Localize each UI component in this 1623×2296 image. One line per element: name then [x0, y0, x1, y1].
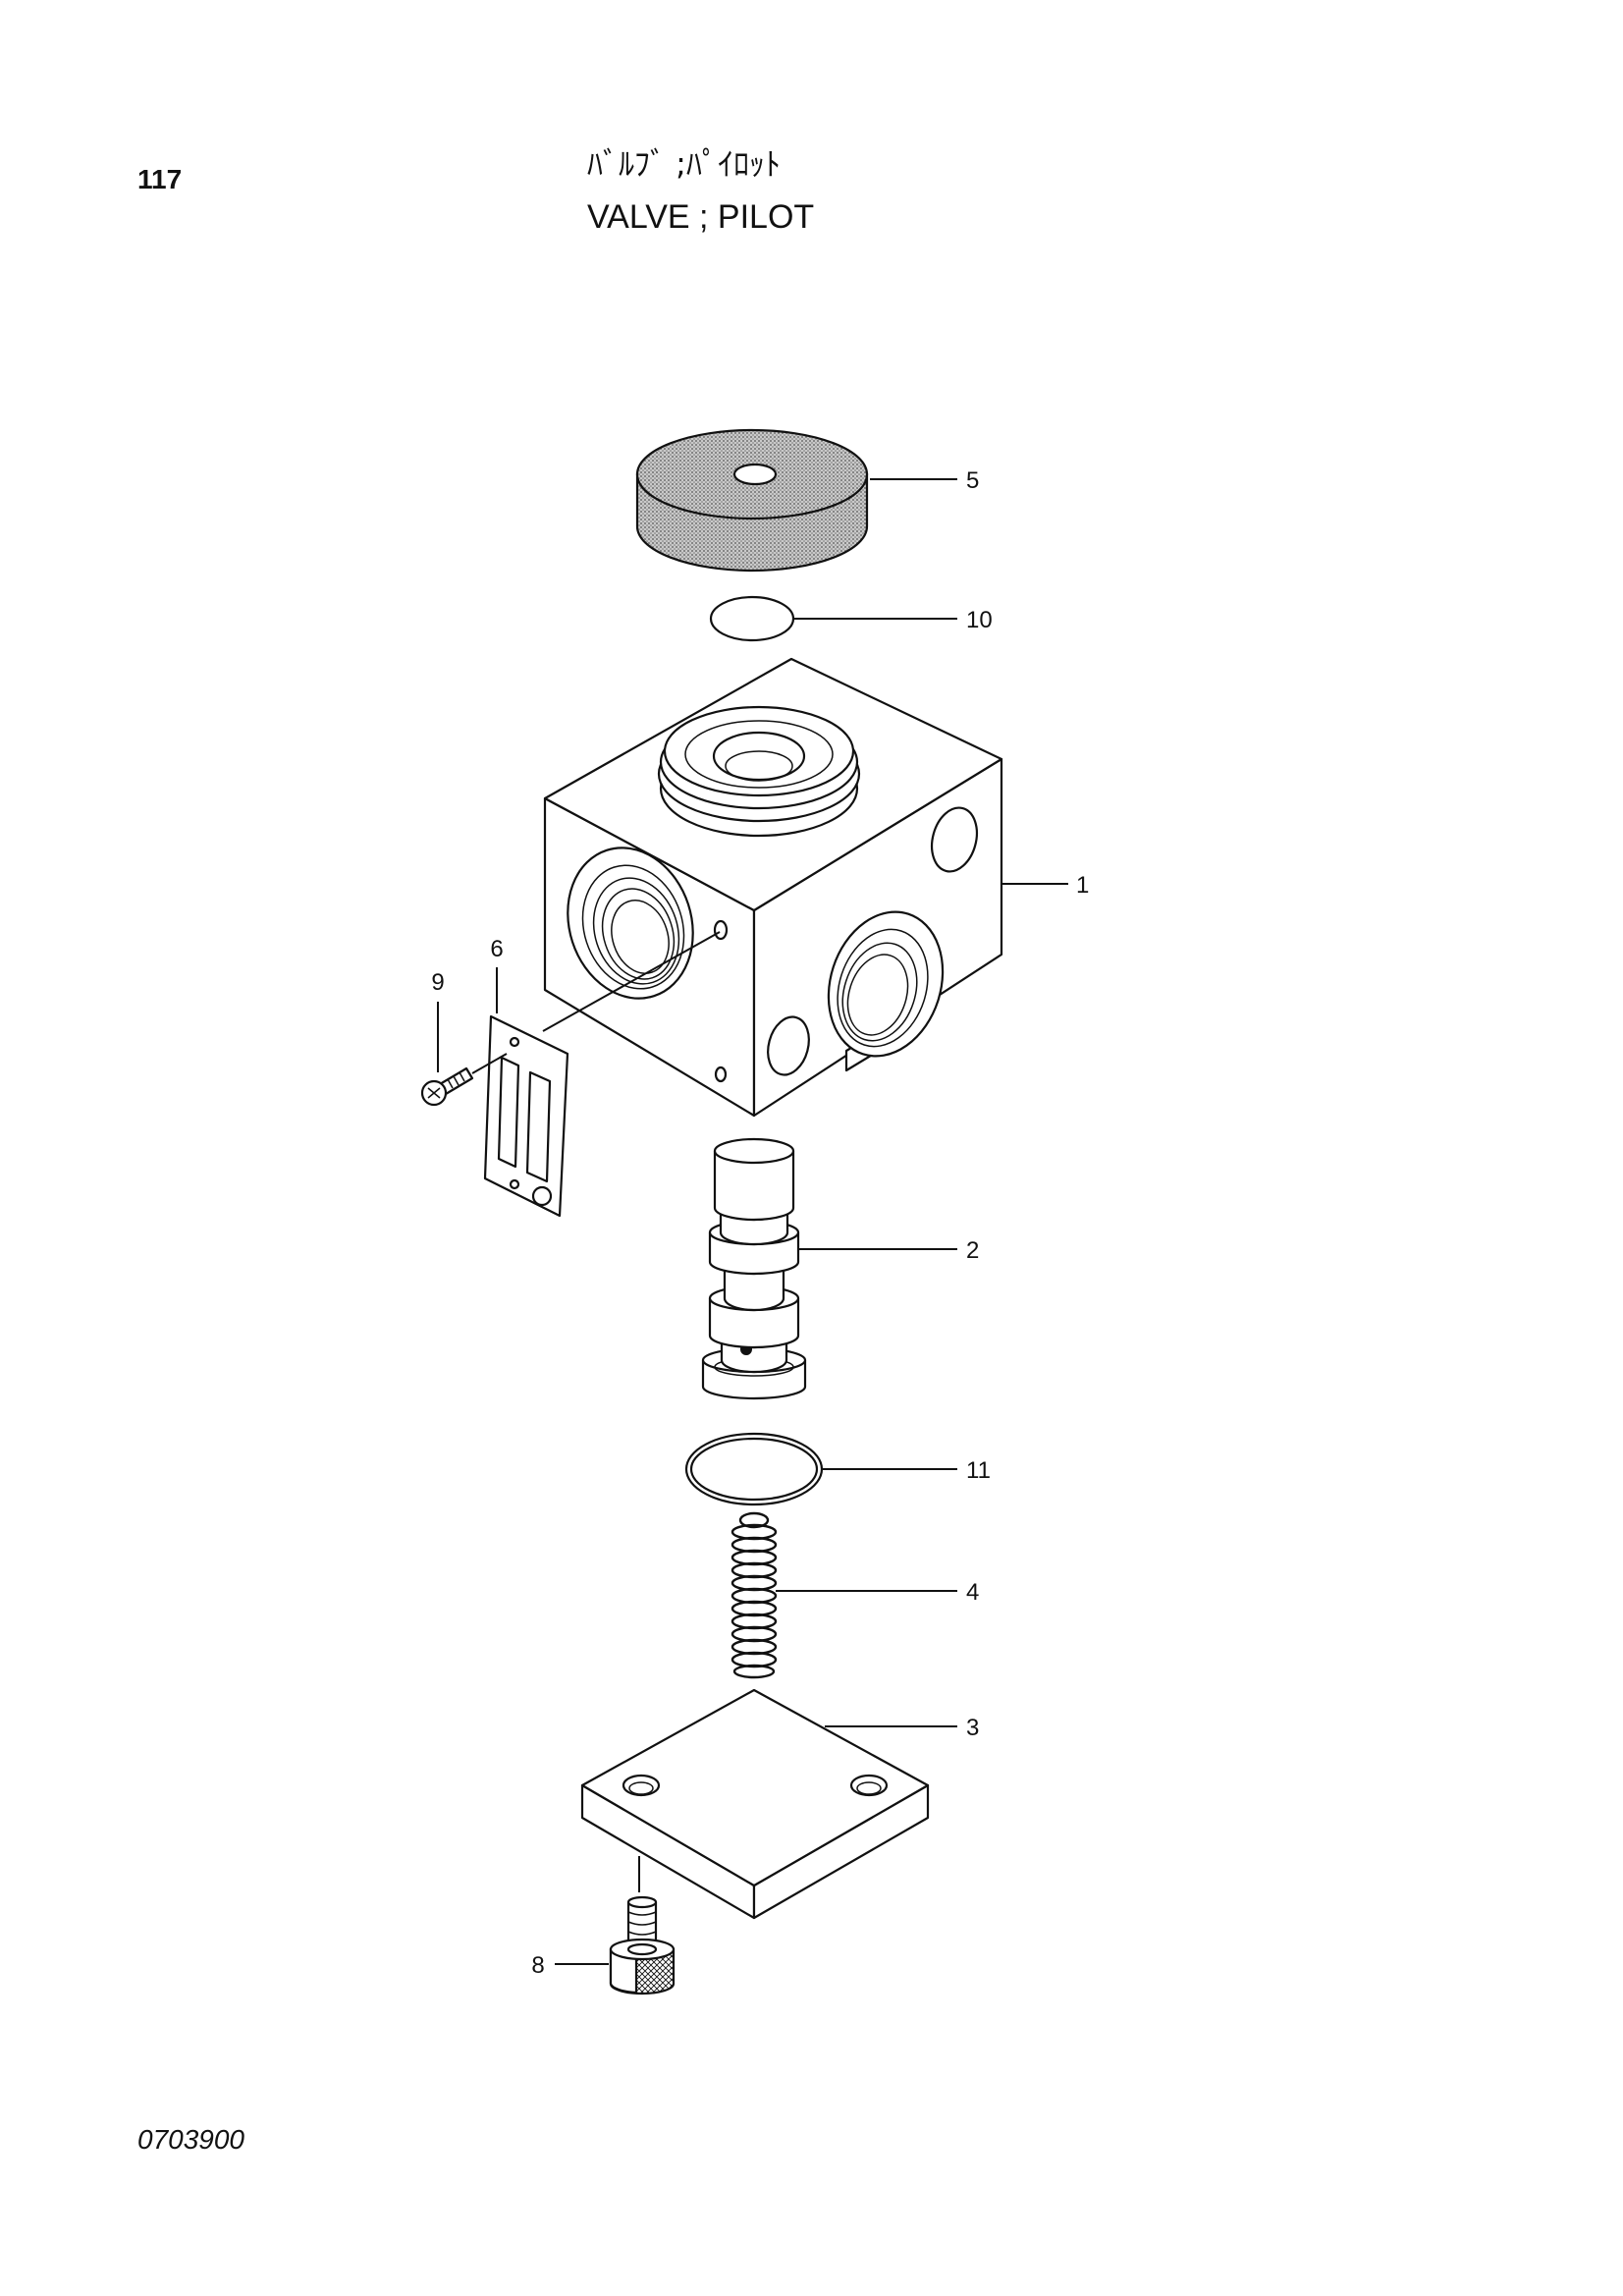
part-4-spring [730, 1511, 778, 1679]
callout-6: 6 [490, 936, 503, 962]
title-japanese: ﾊﾞﾙﾌﾞ ;ﾊﾟｲﾛｯﾄ [587, 145, 781, 183]
part-8-screw [609, 1895, 676, 1995]
top-boss [657, 705, 861, 838]
callout-8: 8 [531, 1952, 544, 1979]
part-9-screw [420, 1066, 474, 1107]
callout-3: 3 [966, 1715, 979, 1741]
callout-2: 2 [966, 1237, 979, 1264]
left-face-small-hole [713, 919, 729, 941]
callout-11: 11 [966, 1457, 991, 1484]
callout-5: 5 [966, 467, 979, 494]
left-port [567, 847, 694, 1000]
drawing-number: 0703900 [137, 2124, 244, 2155]
page-number: 117 [137, 164, 182, 194]
callout-10: 10 [966, 607, 993, 633]
part-5-disc [635, 428, 869, 573]
right-face-lower-hole [767, 1015, 810, 1076]
part-3-plate [580, 1688, 930, 1920]
part-2-spool [701, 1137, 807, 1400]
callout-4: 4 [966, 1579, 979, 1606]
callout-9: 9 [431, 969, 444, 996]
left-face-bottom-hole [714, 1066, 728, 1083]
assembly-line-plate-to-body [542, 931, 721, 1032]
part-1-valve-body [543, 657, 1003, 1118]
part-10-o-ring [709, 595, 795, 642]
exploded-diagram: 5 10 [420, 428, 1089, 1995]
part-6-plate [483, 1014, 569, 1218]
part-11-o-ring [684, 1432, 824, 1506]
callout-1: 1 [1076, 872, 1089, 899]
title-english: VALVE ; PILOT [587, 198, 814, 236]
right-port [827, 910, 945, 1072]
right-face-upper-hole [930, 806, 979, 873]
assembly-line-screw-to-plate [471, 1053, 508, 1074]
